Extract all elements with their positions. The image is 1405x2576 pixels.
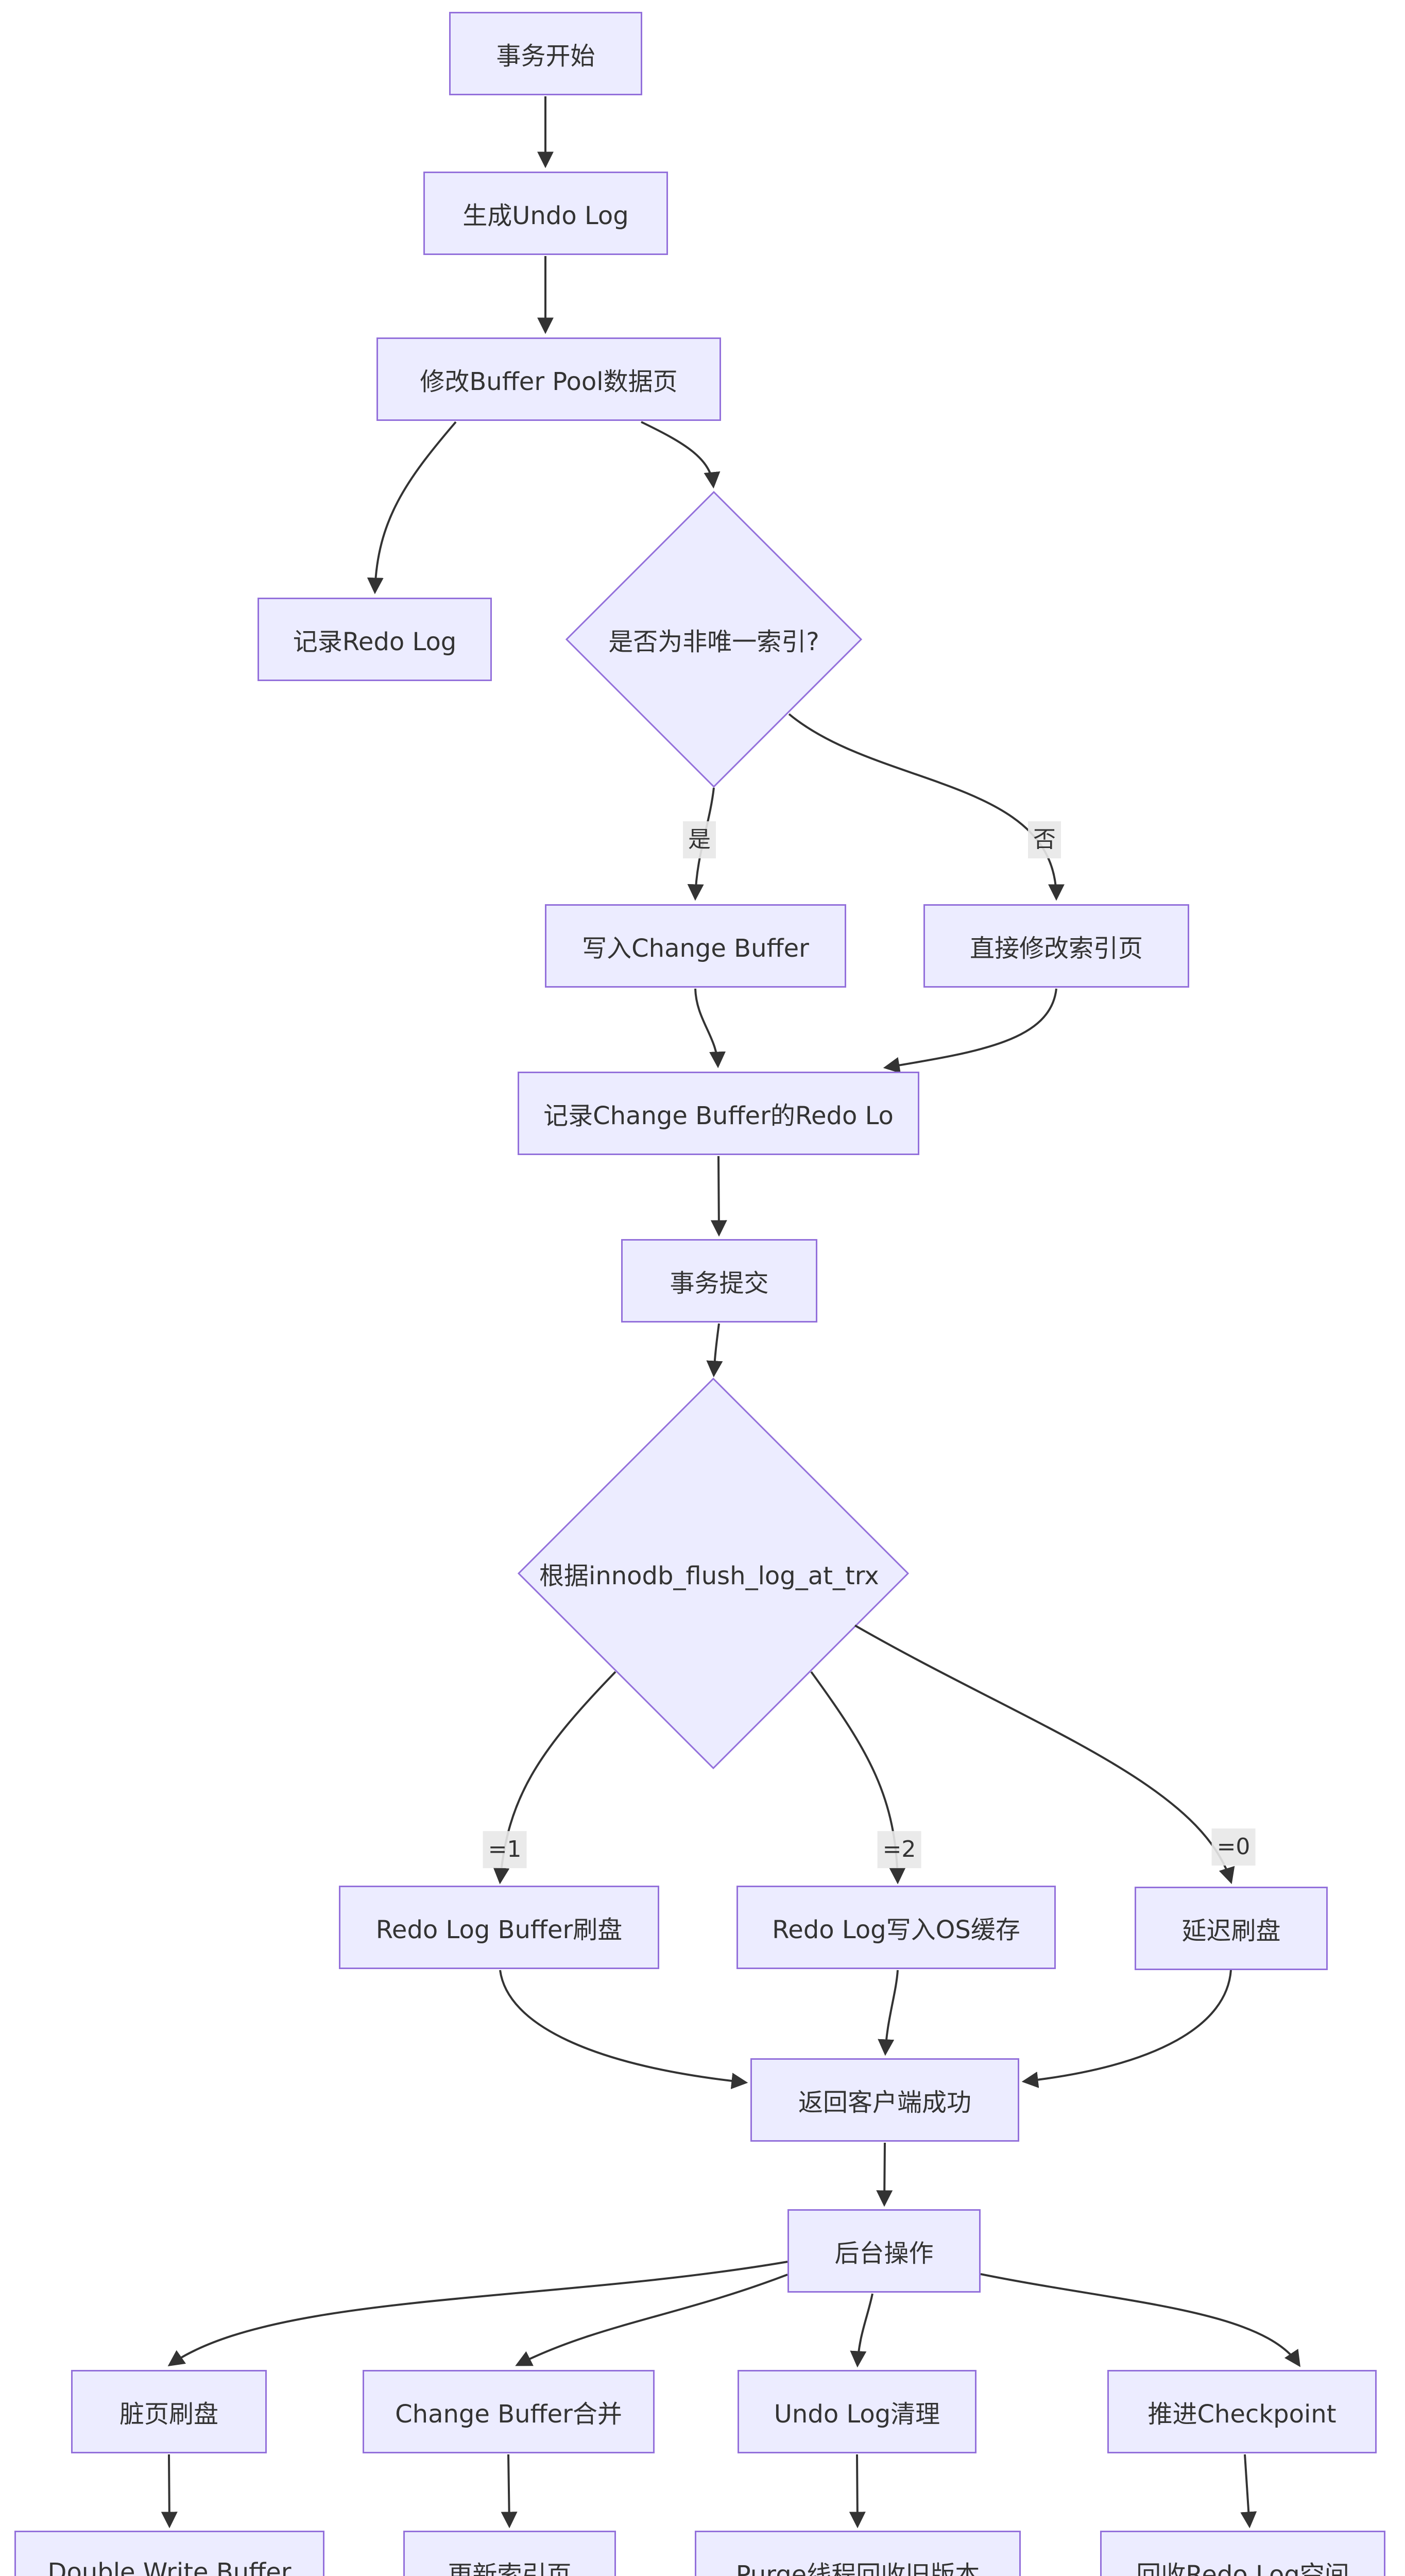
edge-label-eq1: =1 [483,1831,527,1868]
edge-label-eq0: =0 [1211,1828,1256,1866]
edge-cb-to-cbredo [694,988,726,1069]
node-double-write-buffer: Double Write Buffer [14,2531,324,2576]
edge-commit-to-flushdecision [706,1323,723,1378]
decision-non-unique-index-label: 是否为非唯一索引? [608,628,819,656]
node-redo-log-buffer-flush: Redo Log Buffer刷盘 [339,1886,659,1969]
node-update-index-page: 更新索引页 [403,2531,616,2576]
node-change-buffer-merge: Change Buffer合并 [363,2370,655,2453]
edge-label-no: 否 [1028,821,1061,858]
edge-flush2-to-return [878,1970,899,2056]
edge-merge-to-updateindex [501,2454,518,2529]
node-record-change-buffer-redo-log: 记录Change Buffer的Redo Lo [518,1072,919,1155]
edge-bg-to-checkpoint [980,2273,1300,2367]
edge-decision-no [788,713,1065,901]
non-unique-index-decision-shape [565,490,863,788]
edge-checkpoint-to-reclaim [1240,2454,1257,2529]
node-modify-buffer-pool-page: 修改Buffer Pool数据页 [376,337,721,421]
node-advance-checkpoint: 推进Checkpoint [1107,2370,1377,2453]
flush-log-policy-decision-shape [517,1377,910,1770]
node-delayed-flush: 延迟刷盘 [1135,1887,1328,1970]
edge-modify-to-indexdecision [641,421,721,489]
node-dirty-page-flush: 脏页刷盘 [71,2370,267,2453]
edge-flush-eq0 [854,1624,1235,1885]
node-return-client-success: 返回客户端成功 [750,2058,1019,2142]
edge-modify-to-redolog [367,421,457,595]
node-reclaim-redo-log-space: 回收Redo Log空间 [1100,2531,1385,2576]
edge-flush1-to-return [499,1970,748,2090]
edge-label-yes: 是 [683,821,716,858]
edge-return-to-background [876,2142,893,2207]
node-background-operations: 后台操作 [787,2209,981,2293]
edge-cbredo-to-commit [710,1156,727,1237]
edge-bg-to-dirty [167,2261,788,2367]
edge-undoclean-to-purge [849,2454,866,2529]
node-undo-log-cleanup: Undo Log清理 [738,2370,976,2453]
edge-direct-to-cbredo [883,988,1057,1074]
edge-bg-to-undoclean [850,2293,873,2368]
node-direct-modify-index-page: 直接修改索引页 [923,904,1189,988]
decision-flush-log-policy-label: 根据innodb_flush_log_at_trx [539,1562,879,1590]
node-generate-undo-log: 生成Undo Log [423,172,668,255]
edge-flush0-to-return [1021,1970,1232,2088]
node-transaction-commit: 事务提交 [621,1239,817,1323]
node-record-redo-log: 记录Redo Log [258,598,492,681]
node-purge-thread-reclaim: Purge线程回收旧版本 [695,2531,1021,2576]
node-write-change-buffer: 写入Change Buffer [545,904,846,988]
edge-label-eq2: =2 [877,1831,921,1868]
node-redo-log-write-os-cache: Redo Log写入OS缓存 [736,1886,1056,1969]
node-transaction-start: 事务开始 [449,12,642,95]
edge-bg-to-merge [515,2274,788,2366]
